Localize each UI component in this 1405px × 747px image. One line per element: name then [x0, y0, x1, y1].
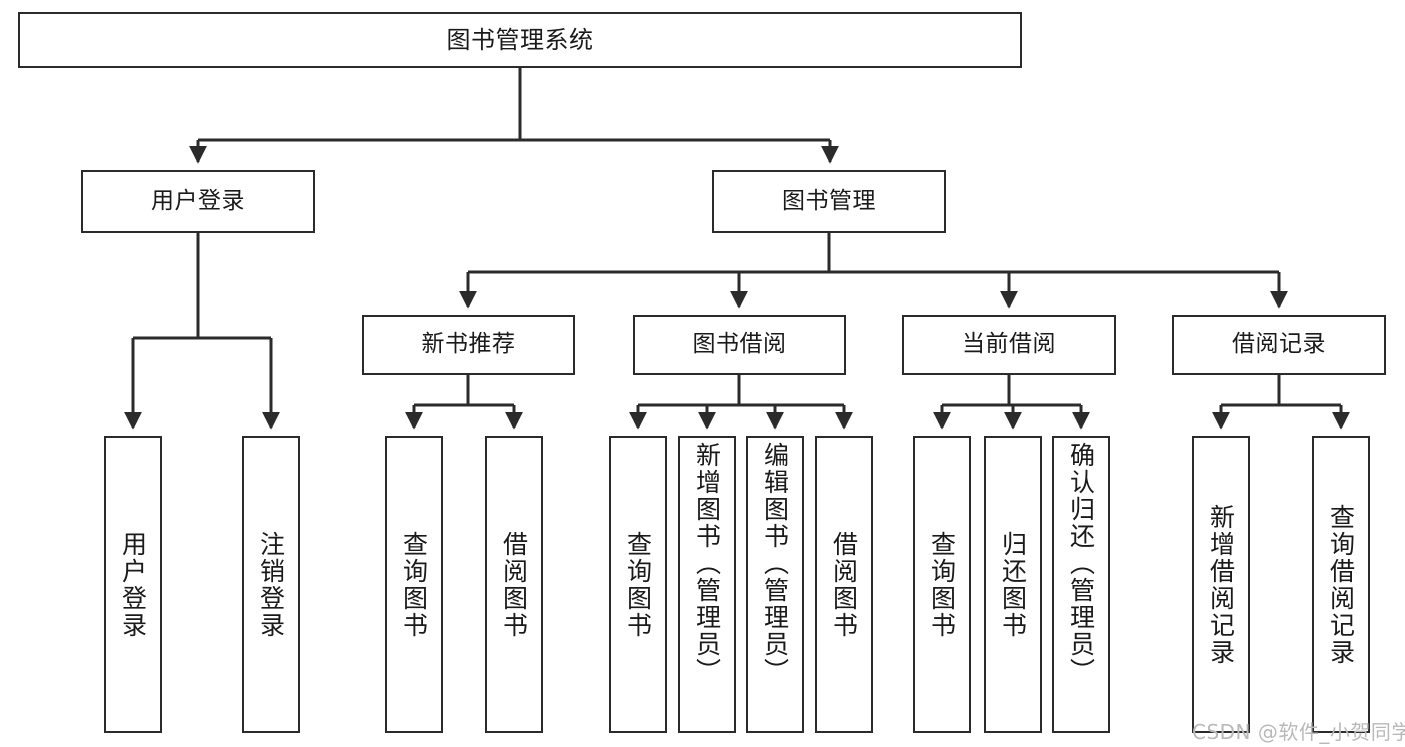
node-current-borrow[interactable]: 当前借阅: [902, 315, 1116, 375]
node-current-borrow-label: 当前借阅: [962, 331, 1056, 358]
node-leaf-confirm-return-admin[interactable]: 确认归还（管理员）: [1052, 436, 1110, 733]
node-leaf-borrow-book-borrow-label: 借阅图书: [829, 530, 859, 639]
node-leaf-query-borrow-record-label: 查询借阅记录: [1326, 503, 1356, 666]
node-leaf-add-book-admin-label: 新增图书（管理员）: [692, 442, 722, 685]
node-leaf-query-book-current[interactable]: 查询图书: [913, 436, 971, 733]
node-leaf-query-book-borrow-label: 查询图书: [623, 530, 653, 639]
node-root-label: 图书管理系统: [446, 25, 594, 54]
node-leaf-add-borrow-record-label: 新增借阅记录: [1206, 503, 1236, 666]
node-book-borrow-label: 图书借阅: [692, 331, 787, 358]
node-book-manage[interactable]: 图书管理: [712, 170, 946, 233]
node-leaf-borrow-book-recommend[interactable]: 借阅图书: [485, 436, 543, 733]
node-leaf-return-book-label: 归还图书: [998, 530, 1028, 639]
node-book-borrow[interactable]: 图书借阅: [633, 315, 846, 375]
node-leaf-query-book-borrow[interactable]: 查询图书: [609, 436, 667, 733]
node-leaf-confirm-return-admin-label: 确认归还（管理员）: [1066, 442, 1096, 685]
node-new-book-recommend-label: 新书推荐: [421, 331, 516, 358]
node-leaf-user-login[interactable]: 用户登录: [104, 436, 162, 733]
node-leaf-query-book-current-label: 查询图书: [927, 530, 957, 639]
node-user-login-label: 用户登录: [151, 187, 245, 214]
node-leaf-query-book-recommend-label: 查询图书: [399, 530, 429, 639]
node-leaf-add-book-admin[interactable]: 新增图书（管理员）: [678, 436, 736, 733]
node-leaf-return-book[interactable]: 归还图书: [984, 436, 1042, 733]
node-leaf-edit-book-admin-label: 编辑图书（管理员）: [760, 442, 790, 685]
node-leaf-borrow-book-borrow[interactable]: 借阅图书: [815, 436, 873, 733]
node-new-book-recommend[interactable]: 新书推荐: [362, 315, 575, 375]
node-leaf-user-logout[interactable]: 注销登录: [242, 436, 300, 733]
csdn-watermark: CSDN @软件_小贺同学: [1192, 720, 1405, 744]
node-leaf-borrow-book-recommend-label: 借阅图书: [499, 530, 529, 639]
node-leaf-user-login-label: 用户登录: [118, 530, 148, 639]
node-leaf-add-borrow-record[interactable]: 新增借阅记录: [1192, 436, 1250, 733]
node-leaf-user-logout-label: 注销登录: [256, 530, 286, 639]
node-leaf-query-borrow-record[interactable]: 查询借阅记录: [1312, 436, 1370, 733]
node-borrow-record[interactable]: 借阅记录: [1172, 315, 1386, 375]
node-root[interactable]: 图书管理系统: [18, 12, 1022, 68]
node-user-login[interactable]: 用户登录: [81, 170, 315, 233]
node-borrow-record-label: 借阅记录: [1232, 331, 1326, 358]
node-leaf-edit-book-admin[interactable]: 编辑图书（管理员）: [746, 436, 804, 733]
node-book-manage-label: 图书管理: [782, 187, 876, 214]
node-leaf-query-book-recommend[interactable]: 查询图书: [385, 436, 443, 733]
